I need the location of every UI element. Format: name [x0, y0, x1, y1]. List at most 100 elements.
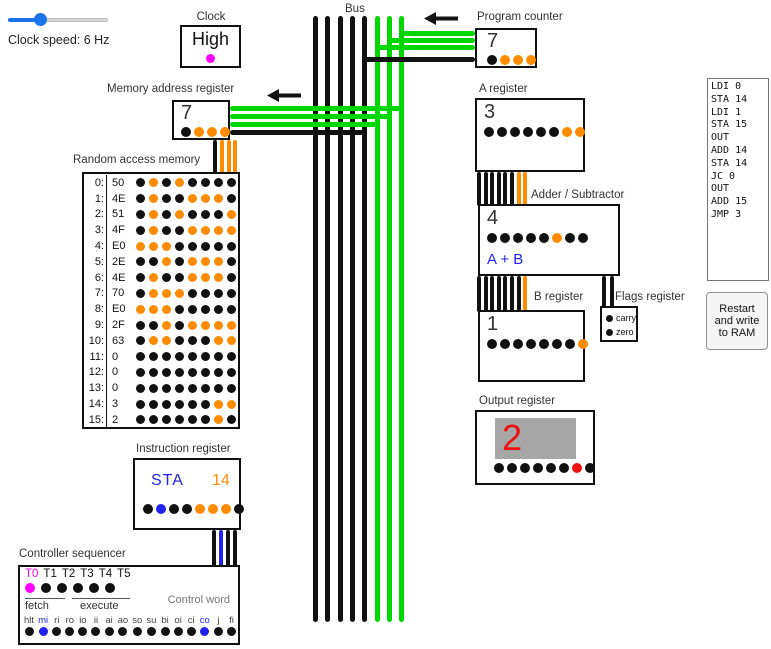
led-dot: [220, 127, 230, 137]
mar-title: Memory address register: [107, 83, 235, 95]
control-signal-ai: ai: [104, 615, 114, 636]
led-dot: [539, 339, 549, 349]
pc-bus-wire: [374, 45, 475, 50]
adder-flags-wire: [610, 276, 614, 308]
led-dot: [149, 241, 158, 251]
control-signal-bi: bi: [160, 615, 170, 636]
ram-leds: [136, 367, 236, 377]
ram-leds: [136, 288, 236, 298]
led-dot: [136, 320, 145, 330]
led-dot: [175, 367, 184, 377]
control-signal-j: j: [213, 615, 223, 636]
led-dot: [162, 352, 171, 362]
led-dot: [552, 233, 562, 243]
led-dot: [149, 178, 158, 188]
bus-line: [325, 16, 331, 622]
control-signal-mi: mi: [38, 615, 48, 636]
led-dot: [188, 194, 197, 204]
led-dot: [149, 304, 158, 314]
ram-leds: [136, 304, 236, 314]
ram-address: 11:: [84, 348, 107, 365]
led-dot: [201, 304, 210, 314]
led-dot: [562, 127, 572, 137]
led-dot: [565, 233, 575, 243]
led-dot: [173, 627, 183, 636]
ram-leds: [136, 257, 236, 267]
ram-hex-value: 0: [112, 350, 119, 363]
slider-thumb-icon[interactable]: [34, 13, 47, 26]
led-dot: [226, 627, 236, 636]
led-dot: [132, 627, 142, 636]
led-dot: [136, 209, 145, 219]
adder-subtractor: 4 A + B: [478, 204, 620, 276]
control-signal-ri: ri: [52, 615, 62, 636]
ram-address: 5:: [84, 253, 107, 270]
led-dot: [484, 127, 494, 137]
adder-b-wire: [490, 276, 495, 312]
ram-title: Random access memory: [73, 154, 201, 166]
led-dot: [214, 225, 223, 235]
led-dot: [160, 627, 170, 636]
led-dot: [214, 288, 223, 298]
led-dot: [188, 178, 197, 188]
led-dot: [73, 583, 83, 593]
led-dot: [487, 55, 497, 65]
led-dot: [526, 233, 536, 243]
led-dot: [201, 225, 210, 235]
led-dot: [136, 304, 145, 314]
ram-hex-value: 0: [112, 382, 119, 395]
b-register-title: B register: [534, 291, 584, 303]
program-counter-value: 7: [487, 30, 499, 52]
led-dot: [136, 367, 145, 377]
led-dot: [136, 273, 145, 283]
led-dot: [227, 257, 236, 267]
led-dot: [175, 273, 184, 283]
ram-hex-value: 3: [112, 398, 119, 411]
led-dot: [91, 627, 101, 636]
led-dot: [227, 178, 236, 188]
led-dot: [510, 127, 520, 137]
mar-bus-wire: [230, 106, 405, 111]
b-register-leds: [487, 339, 588, 349]
led-dot: [214, 273, 223, 283]
led-dot: [201, 336, 210, 346]
led-dot: [149, 209, 158, 219]
led-dot: [578, 339, 588, 349]
control-signal-su: su: [146, 615, 156, 636]
led-dot: [214, 383, 223, 393]
clock-module[interactable]: High: [180, 25, 241, 68]
led-dot: [136, 399, 145, 409]
t-state-label: T0: [25, 568, 39, 580]
program-editor[interactable]: LDI 0 STA 14 LDI 1 STA 15 OUT ADD 14 STA…: [707, 78, 769, 281]
led-dot: [149, 383, 158, 393]
restart-write-ram-button[interactable]: Restart and write to RAM: [706, 292, 768, 350]
clock-speed-slider[interactable]: [8, 13, 108, 27]
control-signal-so: so: [132, 615, 142, 636]
mar-leds: [181, 127, 230, 137]
ram-leds: [136, 241, 236, 251]
led-dot: [533, 463, 543, 473]
a-adder-wire: [483, 172, 488, 206]
zero-flag-led: [606, 328, 613, 336]
led-dot: [572, 463, 582, 473]
fetch-group-line: [25, 598, 65, 599]
led-dot: [188, 257, 197, 267]
led-dot: [549, 127, 559, 137]
led-dot: [213, 627, 223, 636]
adder-b-wire: [523, 276, 528, 312]
bus-left-arrow-icon: [424, 12, 458, 25]
a-adder-wire: [510, 172, 514, 206]
led-dot: [162, 273, 171, 283]
ram-leds: [136, 383, 236, 393]
adder-operation: A + B: [487, 251, 524, 268]
ram-leds: [136, 225, 236, 235]
led-dot: [149, 288, 158, 298]
a-register-leds: [484, 127, 585, 137]
ram-address: 14:: [84, 396, 107, 412]
ir-sequencer-wire: [212, 530, 216, 567]
led-dot: [188, 273, 197, 283]
led-dot: [136, 257, 145, 267]
